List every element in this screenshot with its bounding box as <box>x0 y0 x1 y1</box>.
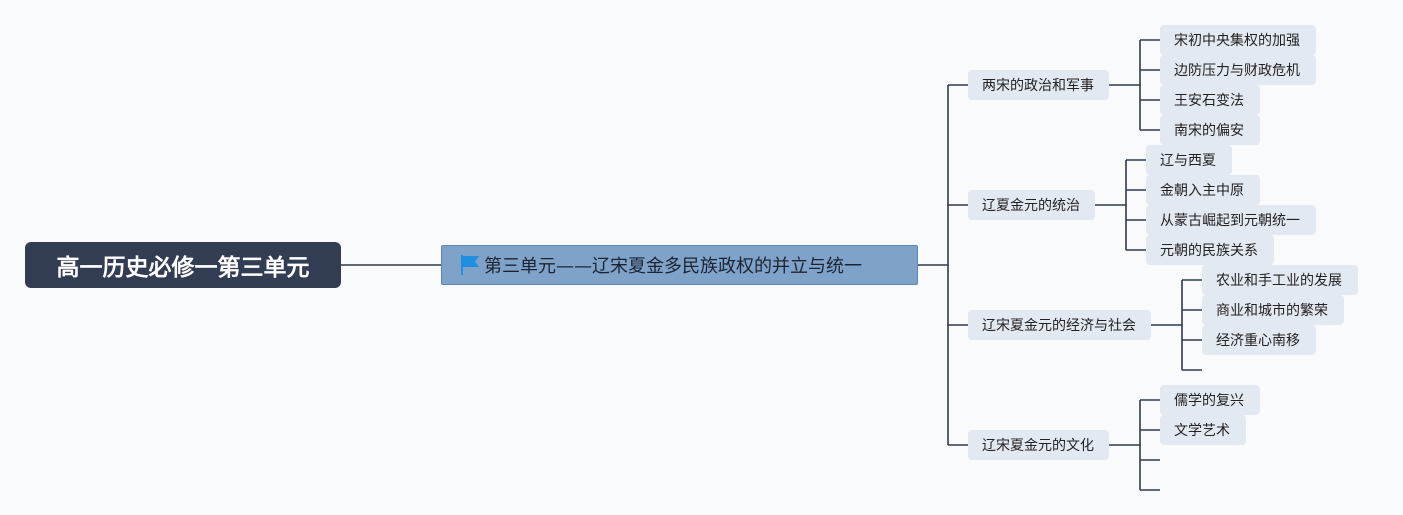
branch-topic[interactable]: 辽夏金元的统治 <box>968 190 1095 220</box>
leaf-label: 商业和城市的繁荣 <box>1216 303 1328 319</box>
leaf-topic[interactable]: 经济重心南移 <box>1202 325 1316 355</box>
branch-label: 辽夏金元的统治 <box>982 198 1080 214</box>
leaf-topic[interactable]: 文学艺术 <box>1160 415 1246 445</box>
root-topic-label: 高一历史必修一第三单元 <box>56 255 310 281</box>
leaf-topic[interactable]: 农业和手工业的发展 <box>1202 265 1358 295</box>
leaf-topic[interactable]: 王安石变法 <box>1160 85 1260 115</box>
leaf-label: 辽与西夏 <box>1160 153 1216 169</box>
leaf-label: 金朝入主中原 <box>1160 183 1244 199</box>
branch-topic[interactable]: 辽宋夏金元的文化 <box>968 430 1109 460</box>
leaf-topic[interactable]: 从蒙古崛起到元朝统一 <box>1146 205 1316 235</box>
leaf-label: 经济重心南移 <box>1216 333 1300 349</box>
leaf-topic[interactable]: 边防压力与财政危机 <box>1160 55 1316 85</box>
leaf-label: 宋初中央集权的加强 <box>1174 33 1300 49</box>
leaf-label: 农业和手工业的发展 <box>1216 273 1342 289</box>
leaf-topic[interactable]: 元朝的民族关系 <box>1146 235 1274 265</box>
flag-icon <box>461 255 479 275</box>
leaf-label: 边防压力与财政危机 <box>1174 63 1300 79</box>
leaf-topic[interactable]: 宋初中央集权的加强 <box>1160 25 1316 55</box>
leaf-topic[interactable]: 儒学的复兴 <box>1160 385 1260 415</box>
leaf-topic[interactable]: 辽与西夏 <box>1146 145 1232 175</box>
leaf-topic[interactable]: 南宋的偏安 <box>1160 115 1260 145</box>
main-topic-label: 第三单元——辽宋夏金多民族政权的并立与统一 <box>484 256 862 277</box>
leaf-topic[interactable]: 金朝入主中原 <box>1146 175 1260 205</box>
branch-label: 辽宋夏金元的经济与社会 <box>982 318 1136 334</box>
leaf-label: 文学艺术 <box>1174 423 1230 439</box>
leaf-label: 元朝的民族关系 <box>1160 243 1258 259</box>
leaf-label: 南宋的偏安 <box>1174 123 1244 139</box>
branch-label: 辽宋夏金元的文化 <box>982 438 1094 454</box>
branch-topic[interactable]: 辽宋夏金元的经济与社会 <box>968 310 1151 340</box>
branch-label: 两宋的政治和军事 <box>982 78 1094 94</box>
leaf-label: 从蒙古崛起到元朝统一 <box>1160 213 1300 229</box>
leaf-label: 王安石变法 <box>1174 93 1244 109</box>
main-topic[interactable]: 第三单元——辽宋夏金多民族政权的并立与统一 <box>441 245 918 285</box>
leaf-topic[interactable]: 商业和城市的繁荣 <box>1202 295 1344 325</box>
branch-topic[interactable]: 两宋的政治和军事 <box>968 70 1109 100</box>
root-topic[interactable]: 高一历史必修一第三单元 <box>25 242 341 288</box>
leaf-label: 儒学的复兴 <box>1174 393 1244 409</box>
